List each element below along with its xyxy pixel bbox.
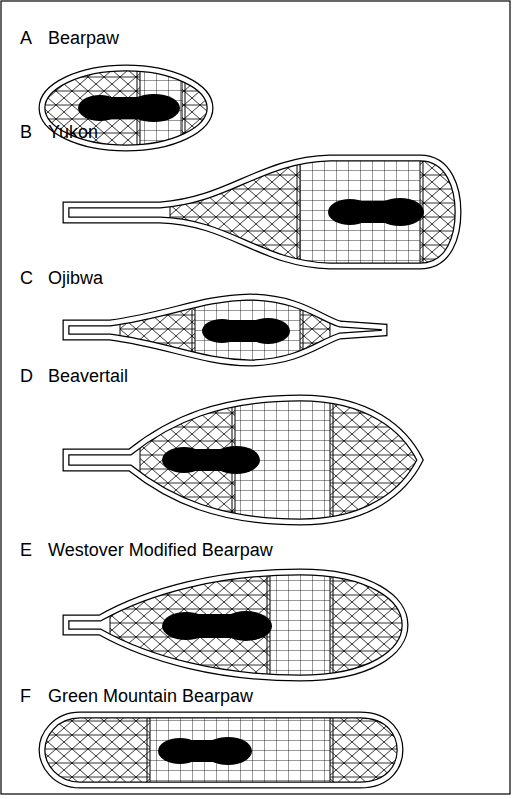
snowshoe-name: Beavertail [48,366,128,386]
snowshoe-name: Yukon [48,122,98,142]
figure-letter: A [20,28,32,48]
snowshoe-name: Westover Modified Bearpaw [48,540,273,560]
yukon-shoe [60,150,458,270]
beavertail-shoe [60,390,420,530]
figure-letter: D [20,366,33,386]
snowshoe-name: Green Mountain Bearpaw [48,686,253,706]
snowshoe-name: Bearpaw [48,28,119,48]
figure-letter: B [20,122,32,142]
ojibwa-shoe [60,290,390,370]
figure-letter: C [20,268,33,288]
figure-letter: E [20,540,32,560]
figure-letter: F [20,686,31,706]
snowshoe-name: Ojibwa [48,268,103,288]
green-mountain-shoe [42,710,400,790]
bearpaw-shoe [42,60,210,160]
westover-shoe [60,565,405,685]
